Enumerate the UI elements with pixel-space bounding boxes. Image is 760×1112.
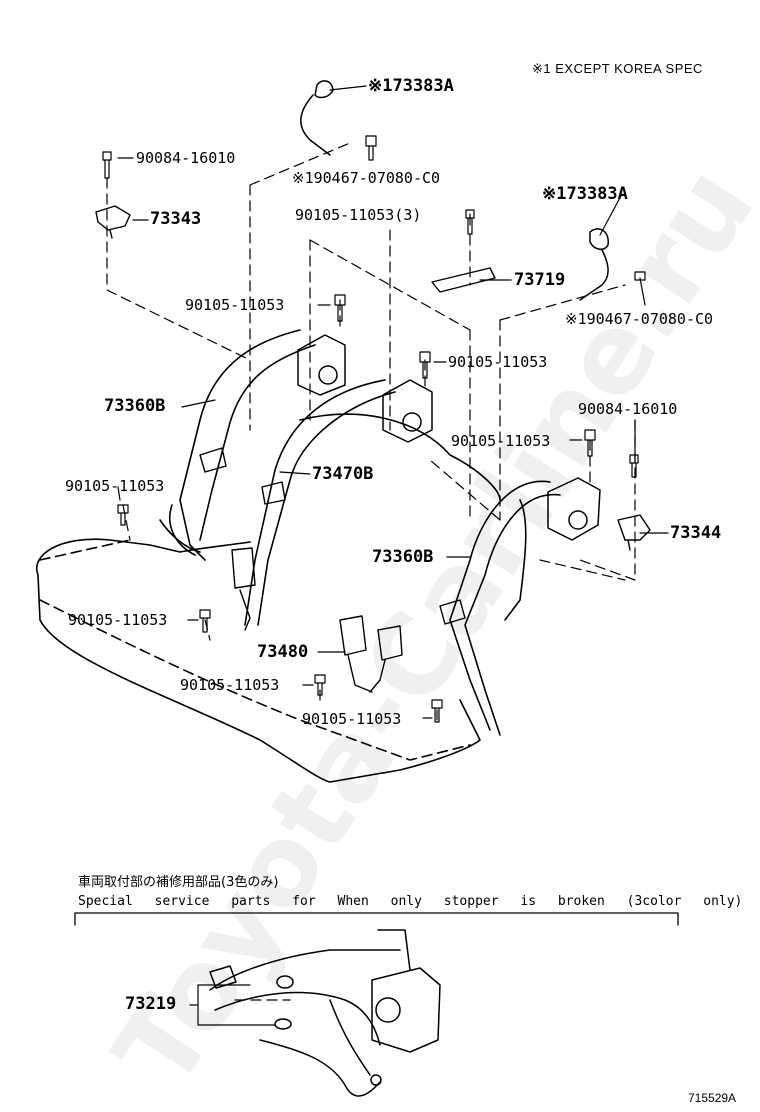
- label-73470b: 73470B: [312, 464, 374, 484]
- seat-cushion-dash: [39, 539, 471, 761]
- label-173383a-top: ※173383A: [368, 76, 454, 96]
- label-73360b-left: 73360B: [104, 396, 166, 416]
- bolts: [102, 135, 646, 723]
- label-73480: 73480: [257, 642, 309, 662]
- label-90105-11053-d: 90105-11053: [65, 477, 165, 495]
- detail-illustration: [209, 929, 441, 1097]
- label-90105-11053-a: 90105-11053: [185, 296, 285, 314]
- bracket-73344: [617, 514, 651, 551]
- korea-spec-note: ※1 EXCEPT KOREA SPEC: [532, 61, 703, 76]
- label-190467-top: ※190467-07080-C0: [292, 169, 441, 187]
- label-90084-16010-top: 90084-16010: [136, 149, 236, 167]
- label-90105-11053-g: 90105-11053: [302, 710, 402, 728]
- label-90105-11053-3: 90105-11053(3): [295, 206, 422, 224]
- label-90084-16010-right: 90084-16010: [578, 400, 678, 418]
- label-73344: 73344: [670, 523, 722, 543]
- label-90105-11053-e: 90105-11053: [68, 611, 168, 629]
- sensor-wires: [300, 80, 609, 301]
- bracket-73719: [431, 267, 496, 293]
- label-90105-11053-b: 90105-11053: [448, 353, 548, 371]
- seat-cushion-outline: [35, 413, 527, 783]
- label-90105-11053-f: 90105-11053: [180, 676, 280, 694]
- label-73360b-right: 73360B: [372, 547, 434, 567]
- label-73719: 73719: [514, 270, 566, 290]
- label-73343: 73343: [150, 209, 202, 229]
- retractors: [297, 334, 601, 541]
- label-73219: 73219: [125, 994, 177, 1014]
- label-90105-11053-c: 90105-11053: [451, 432, 551, 450]
- special-title-en: Special service parts for When only stop…: [78, 894, 743, 909]
- bracket-73343: [95, 205, 131, 239]
- belt-webbing: [159, 329, 561, 736]
- label-190467-right: ※190467-07080-C0: [565, 310, 714, 328]
- belt-hardware: [199, 447, 466, 693]
- special-title-jp: 車両取付部の補修用部品(3色のみ): [78, 875, 279, 890]
- drawing-id: 715529A: [688, 1091, 737, 1105]
- special-section-frame: [74, 912, 679, 926]
- label-173383a-right: ※173383A: [542, 184, 628, 204]
